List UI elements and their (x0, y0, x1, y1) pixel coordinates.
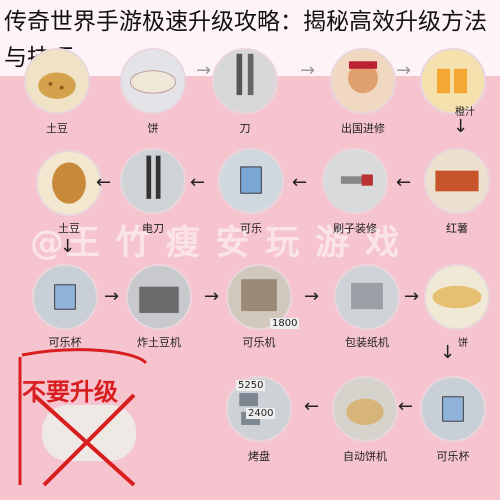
label-bread-1: 饼 (147, 122, 159, 135)
label-auto-bread-machine: 自动饼机 (343, 450, 387, 463)
tray-counter-2: 2400 (246, 408, 276, 419)
label-knife: 刀 (239, 122, 251, 135)
label-orange-juice: 橙汁 (455, 107, 475, 118)
bread-node (120, 48, 186, 114)
arrow-row1-1: → (196, 60, 212, 81)
label-baking-tray: 烤盘 (248, 450, 270, 463)
knife-node (212, 48, 278, 114)
arrow-row4-2: ← (398, 396, 414, 417)
cola-machine-node (226, 264, 292, 330)
watermark: @王 竹 瘦 安 玩 游 戏 (30, 223, 402, 263)
arrow-row2-3: ← (292, 172, 308, 193)
auto-bread-machine-node (332, 376, 398, 442)
tray-counter-1: 5250 (236, 380, 266, 391)
sweet-potato-node (424, 148, 490, 214)
flatbread-node (424, 264, 490, 330)
label-cola: 可乐 (240, 222, 262, 235)
warning-doodle (18, 348, 148, 487)
study-abroad-node (330, 48, 396, 114)
cola-cup-2-node (420, 376, 486, 442)
orange-juice-node (420, 48, 486, 114)
arrow-down-right-1: ↓ (453, 116, 469, 137)
electric-knife-node (120, 148, 186, 214)
label-potato-2: 土豆 (58, 222, 80, 235)
arrow-row3-4: → (404, 286, 420, 307)
arrow-row3-1: → (104, 286, 120, 307)
arrow-down-right-2: ↓ (440, 342, 456, 363)
label-cola-cup-1: 可乐杯 (48, 336, 82, 349)
arrow-row2-4: ← (396, 172, 412, 193)
label-potato-1: 土豆 (46, 122, 68, 135)
brush-renovation-node (322, 148, 388, 214)
fryer-node (126, 264, 192, 330)
arrow-row1-3: → (396, 60, 412, 81)
label-cola-cup-2: 可乐杯 (436, 450, 470, 463)
label-brush-renovation: 刷子装修 (333, 222, 377, 235)
cola-machine-counter: 1800 (270, 318, 300, 329)
label-electric-knife: 电刀 (142, 222, 164, 235)
arrow-row2-1: ← (96, 172, 112, 193)
label-cola-machine: 可乐机 (242, 336, 276, 349)
cola-cup-node (32, 264, 98, 330)
arrow-row4-1: ← (304, 396, 320, 417)
label-sweet-potato: 红薯 (446, 222, 468, 235)
warning-text: 不要升级 (22, 378, 118, 406)
label-fryer: 炸土豆机 (137, 336, 181, 349)
label-wrapper-machine: 包装纸机 (345, 336, 389, 349)
potato-node (24, 48, 90, 114)
label-flatbread-2: 饼 (458, 338, 468, 349)
arrow-row2-2: ← (190, 172, 206, 193)
arrow-row3-2: → (204, 286, 220, 307)
arrow-row1-2: → (300, 60, 316, 81)
cola-node (218, 148, 284, 214)
arrow-down-left: ↓ (60, 236, 76, 257)
label-study-abroad: 出国进修 (341, 122, 385, 135)
arrow-row3-3: → (304, 286, 320, 307)
wrapper-machine-node (334, 264, 400, 330)
page-title: 传奇世界手游极速升级攻略：揭秘高效升级方法与技巧 (4, 9, 487, 71)
potato-fries-node (36, 150, 102, 216)
